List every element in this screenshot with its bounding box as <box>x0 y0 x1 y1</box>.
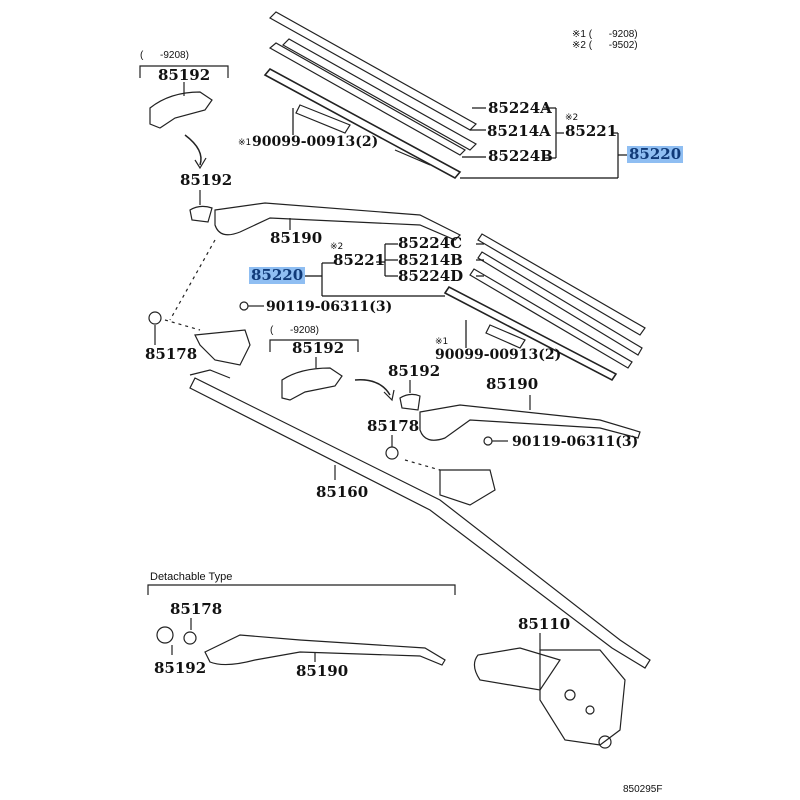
part-label-blade-sub-top[interactable]: 85221 <box>565 122 618 140</box>
note-mark-blade-sub-mid: ※2 <box>330 242 344 252</box>
part-label-detachable-arm[interactable]: 85190 <box>296 662 349 680</box>
part-label-rubber-a[interactable]: 85224A <box>488 99 552 117</box>
leader-lines-mid <box>296 243 484 348</box>
part-label-nut-left[interactable]: 85178 <box>145 345 198 363</box>
part-label-rubber-b[interactable]: 85224B <box>488 147 553 165</box>
legend-range-1: ( -9208) <box>588 29 638 40</box>
part-label-arm-left[interactable]: 85190 <box>270 229 323 247</box>
part-label-rubber-c[interactable]: 85224C <box>398 234 463 252</box>
part-label-insert-b[interactable]: 85214B <box>398 251 463 269</box>
figure-code: 850295F <box>623 784 663 795</box>
part-label-detachable-nut[interactable]: 85178 <box>170 600 223 618</box>
blade-assembly-top <box>263 11 477 180</box>
part-label-arm-right[interactable]: 85190 <box>486 375 539 393</box>
blade-assembly-mid <box>443 233 646 382</box>
note-mark-clip-top: ※1 <box>238 138 252 148</box>
legend-mark-2: ※2 <box>572 40 586 51</box>
part-label-clip-top[interactable]: 90099-00913(2) <box>252 134 379 150</box>
motor-art <box>473 633 626 749</box>
part-label-insert-a[interactable]: 85214A <box>487 122 551 140</box>
part-label-cap-right[interactable]: 85192 <box>388 362 441 380</box>
cap-top-range: ( -9208) <box>140 50 189 61</box>
part-label-blade-assy-right[interactable]: 85220 <box>627 145 684 163</box>
part-label-clip-mid[interactable]: 90099-00913(2) <box>435 347 562 363</box>
legend-mark-1: ※1 <box>572 29 586 40</box>
detachable-heading: Detachable Type <box>150 571 233 583</box>
part-label-rubber-d[interactable]: 85224D <box>398 267 464 285</box>
part-label-blade-sub-mid[interactable]: 85221 <box>333 251 386 269</box>
part-label-cap-mid[interactable]: 85192 <box>292 339 345 357</box>
link-rod-art <box>189 377 651 669</box>
part-label-cap-top[interactable]: 85192 <box>158 66 211 84</box>
arm-left-art <box>169 190 462 321</box>
part-label-cap-left[interactable]: 85192 <box>180 171 233 189</box>
part-label-blade-assy-left[interactable]: 85220 <box>249 266 306 284</box>
note-mark-blade-sub-top: ※2 <box>565 113 579 123</box>
part-label-nut-right[interactable]: 85178 <box>367 417 420 435</box>
cap-mid-range: ( -9208) <box>270 325 319 336</box>
cap-mid-bracket <box>269 339 395 402</box>
cap-top-bracket <box>139 65 229 170</box>
part-label-motor[interactable]: 85110 <box>518 615 571 633</box>
detachable-bracket <box>147 584 456 666</box>
legend-range-2: ( -9502) <box>588 40 638 51</box>
part-label-bolt-left[interactable]: 90119-06311(3) <box>266 299 393 315</box>
arm-right-art <box>385 380 641 506</box>
part-label-link[interactable]: 85160 <box>316 483 369 501</box>
legend-row-2: ※2 ( -9502) <box>572 40 638 51</box>
note-mark-clip-mid: ※1 <box>435 337 449 347</box>
pivot-left-art <box>148 301 264 379</box>
part-label-bolt-right[interactable]: 90119-06311(3) <box>512 434 639 450</box>
legend-row-1: ※1 ( -9208) <box>572 29 638 40</box>
leader-lines-top <box>292 107 628 179</box>
part-label-detachable-cap[interactable]: 85192 <box>154 659 207 677</box>
